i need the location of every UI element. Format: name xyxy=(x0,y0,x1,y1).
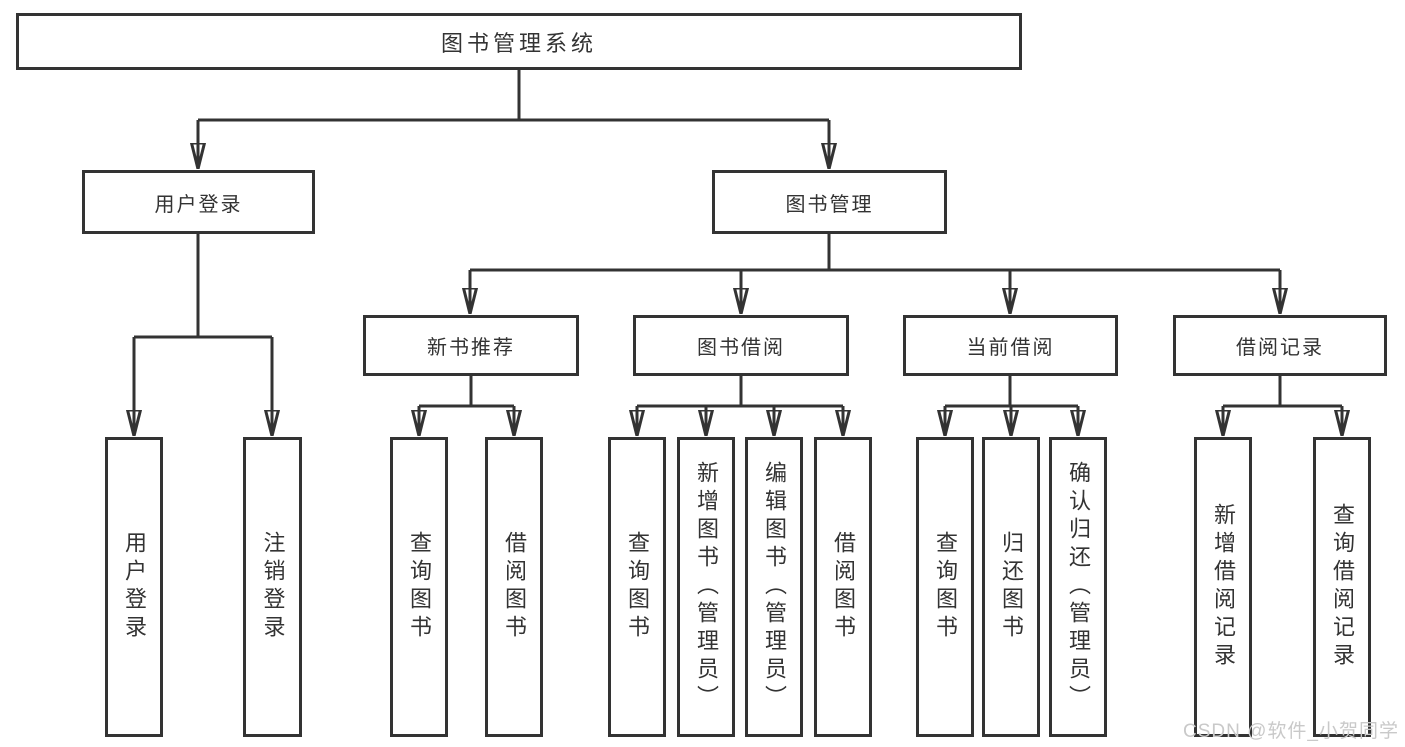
node-leaf-edit-books-admin: 编辑图书（管理员） xyxy=(745,437,803,737)
connector-book-management-split xyxy=(470,233,1280,272)
node-user-login: 用户登录 xyxy=(82,170,315,234)
connector-new-book-split xyxy=(419,375,514,408)
connector-current-borrow-split xyxy=(945,375,1078,408)
node-leaf-borrow-books-1: 借阅图书 xyxy=(485,437,543,737)
node-book-management: 图书管理 xyxy=(712,170,947,234)
connector-borrow-records-split xyxy=(1223,375,1342,408)
node-leaf-return-books: 归还图书 xyxy=(982,437,1040,737)
node-leaf-query-books-3: 查询图书 xyxy=(916,437,974,737)
node-library-management-system: 图书管理系统 xyxy=(16,13,1022,70)
node-leaf-borrow-books-2: 借阅图书 xyxy=(814,437,872,737)
node-book-borrowing: 图书借阅 xyxy=(633,315,849,376)
node-leaf-logout: 注销登录 xyxy=(243,437,302,737)
node-current-borrowing: 当前借阅 xyxy=(903,315,1118,376)
node-new-book-recommendation: 新书推荐 xyxy=(363,315,579,376)
connector-book-borrow-split xyxy=(637,375,843,408)
node-leaf-user-login: 用户登录 xyxy=(105,437,163,737)
node-borrowing-records: 借阅记录 xyxy=(1173,315,1387,376)
watermark-text: CSDN @软件_小贺同学 xyxy=(1183,721,1399,742)
node-leaf-add-books-admin: 新增图书（管理员） xyxy=(677,437,735,737)
node-leaf-query-borrow-record: 查询借阅记录 xyxy=(1313,437,1371,737)
node-leaf-query-books-2: 查询图书 xyxy=(608,437,666,737)
connector-root-split xyxy=(198,69,829,122)
node-leaf-confirm-return-admin: 确认归还（管理员） xyxy=(1049,437,1107,737)
node-leaf-add-borrow-record: 新增借阅记录 xyxy=(1194,437,1252,737)
connector-user-login-split xyxy=(134,233,272,339)
node-leaf-query-books-1: 查询图书 xyxy=(390,437,448,737)
